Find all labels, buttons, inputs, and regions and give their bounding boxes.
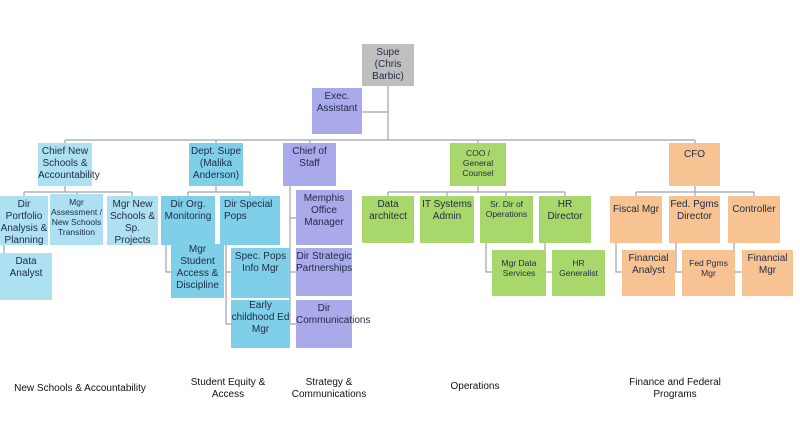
node-chief-of-staff: Chief of Staff [283, 143, 336, 186]
node-mgr-data-services: Mgr Data Services [492, 250, 546, 296]
node-fiscal-mgr: Fiscal Mgr [610, 196, 662, 243]
node-mgr-new-schools: Mgr New Schools & Sp. Projects [107, 196, 158, 246]
node-dir-strategic-partnerships: Dir Strategic Partnerships [296, 248, 352, 296]
node-it-systems-admin: IT Systems Admin [420, 196, 474, 243]
node-dir-communications: Dir Communications [296, 300, 370, 348]
group-label-student-equity: Student Equity & Access [190, 377, 266, 400]
node-chief-new-schools: Chief New Schools & Accountability [38, 143, 100, 186]
node-data-architect: Data architect [362, 196, 414, 243]
node-dir-portfolio: Dir Portfolio Analysis & Planning [0, 196, 48, 246]
node-financial-mgr: Financial Mgr [742, 250, 793, 296]
node-fed-pgms-mgr: Fed Pgms Mgr [682, 250, 735, 296]
node-hr-generalist: HR Generalist [552, 250, 605, 296]
node-data-analyst: Data Analyst [0, 253, 52, 300]
node-coo: COO / General Counsel [450, 143, 506, 186]
node-sr-dir-operations: Sr. Dir of Operations [480, 196, 533, 243]
node-dept-supe: Dept. Supe (Malika Anderson) [189, 143, 243, 186]
node-exec-assistant: Exec. Assistant [312, 88, 362, 134]
node-dir-special-pops: Dir Special Pops [220, 196, 280, 245]
node-early-childhood: Early childhood Ed Mgr [231, 300, 290, 348]
group-label-finance: Finance and Federal Programs [629, 377, 721, 400]
group-label-new-schools: New Schools & Accountability [14, 383, 146, 394]
node-supe: Supe (Chris Barbic) [362, 44, 414, 86]
node-financial-analyst: Financial Analyst [622, 250, 675, 296]
group-label-strategy: Strategy & Communications [291, 377, 367, 400]
node-dir-org-monitoring: Dir Org. Monitoring [161, 196, 215, 245]
node-controller: Controller [728, 196, 780, 243]
group-label-operations: Operations [450, 381, 500, 392]
node-memphis-office-manager: Memphis Office Manager [296, 190, 352, 245]
node-mgr-student-access: Mgr Student Access & Discipline [171, 244, 224, 298]
node-spec-pops-info-mgr: Spec. Pops Info Mgr [231, 248, 290, 298]
node-hr-director: HR Director [539, 196, 591, 243]
node-fed-pgms-director: Fed. Pgms Director [669, 196, 720, 243]
node-cfo: CFO [669, 143, 720, 186]
node-mgr-assessment: Mgr Assessment / New Schools Transition [50, 194, 103, 245]
